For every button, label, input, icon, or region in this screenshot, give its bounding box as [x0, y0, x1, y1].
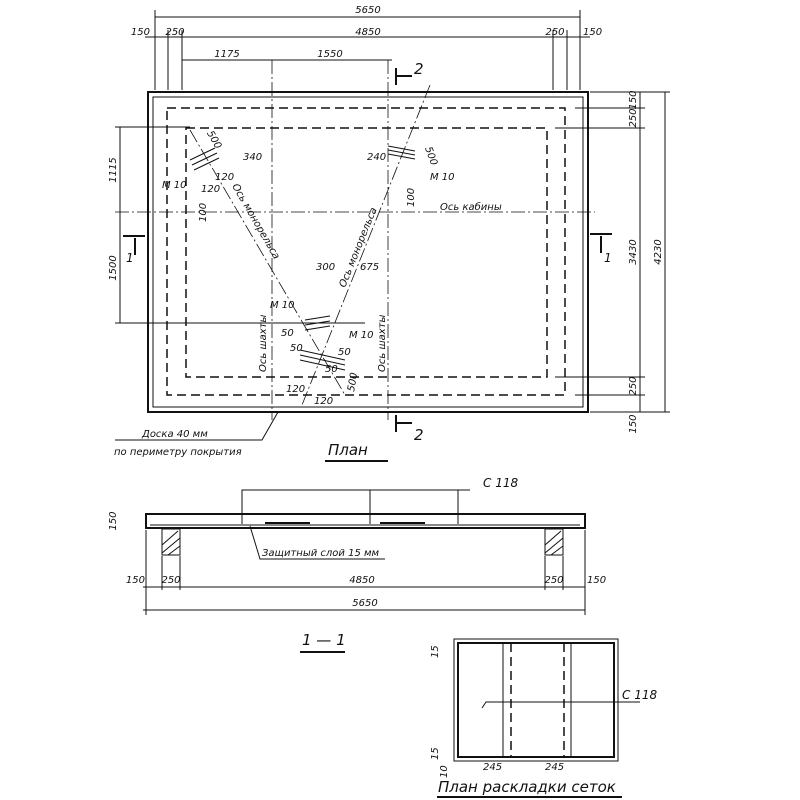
mesh-plan-overlap-left: 245 — [483, 762, 502, 773]
cover-note: Защитный слой 15 мм — [262, 548, 380, 559]
support-outer-dashed — [166, 107, 566, 396]
anchor-label: М 10 — [349, 330, 374, 341]
section-slab — [145, 513, 586, 529]
section-dim-overall: 5650 — [352, 598, 377, 609]
note-leader — [115, 411, 279, 441]
shaft-axis-left-label: Ось шахты — [258, 315, 269, 372]
dim-plan-span: 3430 — [628, 239, 639, 264]
mesh-plan-leader — [481, 701, 640, 709]
anchor-plates — [189, 145, 416, 371]
inner-dim: 50 — [325, 364, 338, 375]
mesh-plan-label: С 118 — [622, 688, 657, 702]
board-note-line1: Доска 40 мм — [141, 429, 208, 440]
section-2-mark-top: 2 — [414, 60, 424, 78]
dim-right-support: 250 — [545, 27, 564, 38]
dim-span: 4850 — [355, 27, 380, 38]
dim-bottom-edge: 150 — [628, 414, 639, 433]
mesh-layout-plan: С 118 15 15 10 245 245 План раскладки се… — [430, 638, 657, 798]
inner-dim: 100 — [198, 203, 209, 222]
plan-view: 5650 150 250 4850 250 150 1175 1550 150 … — [108, 5, 670, 462]
monorail-axis-left — [189, 129, 346, 396]
inner-dim: 120 — [286, 384, 305, 395]
dim-right-edge: 150 — [583, 27, 602, 38]
dim-left-support: 250 — [165, 27, 184, 38]
mesh-plan-mesh — [457, 642, 615, 758]
anchor-label: М 10 — [430, 172, 455, 183]
mesh-plan-outline — [453, 638, 619, 762]
inner-dim: 50 — [338, 347, 351, 358]
anchor-label: М 10 — [270, 300, 295, 311]
mesh-plan-dim-left: 10 — [439, 765, 450, 778]
dim-overall-height: 4230 — [653, 239, 664, 264]
dim-lower: 1500 — [108, 255, 119, 280]
section-thickness: 150 — [108, 511, 119, 530]
mesh-plan-title: План раскладки сеток — [438, 778, 616, 796]
cabin-axis-label: Ось кабины — [440, 201, 502, 213]
inner-dim: 240 — [367, 152, 386, 163]
dim-bottom-support: 250 — [628, 376, 639, 395]
inner-dim: 500 — [204, 129, 223, 151]
support-hatching — [161, 530, 564, 556]
inner-dim: 500 — [346, 372, 360, 393]
board-note-line2: по периметру покрытия — [114, 447, 242, 458]
top-dimensions — [145, 10, 590, 90]
section-dimensions — [143, 530, 586, 615]
cover-leader — [249, 525, 385, 560]
section-dim-right-edge: 150 — [587, 575, 606, 586]
inner-dim: 500 — [422, 145, 439, 167]
section-dim-left-support: 250 — [161, 575, 180, 586]
section-dim-right-support: 250 — [544, 575, 563, 586]
section-2-mark-bottom: 2 — [414, 426, 424, 444]
mesh-plan-dim-bottom: 15 — [430, 747, 441, 760]
slab-board-line — [152, 96, 584, 408]
support-left — [161, 528, 181, 556]
inner-dim: 340 — [243, 152, 262, 163]
right-dimensions — [555, 91, 670, 413]
dim-upper: 1115 — [108, 157, 119, 182]
mesh-leader — [241, 489, 470, 524]
dim-left-edge: 150 — [131, 27, 150, 38]
mesh-plan-dim-top: 15 — [430, 645, 441, 658]
dim-top-edge: 150 — [628, 90, 639, 109]
section-view: С 118 150 Защитный слой 15 мм 150 250 48… — [108, 476, 606, 653]
section-1-mark-right: 1 — [604, 251, 612, 265]
inner-dim: 300 — [316, 262, 335, 273]
dim-to-shaft-axis: 1175 — [214, 49, 239, 60]
inner-dim: 120 — [201, 184, 220, 195]
slab-outline — [147, 91, 589, 413]
support-right — [544, 528, 564, 556]
mesh-plan-overlap-right: 245 — [545, 762, 564, 773]
inner-dim: 100 — [406, 188, 417, 207]
monorail-axis-right — [301, 84, 431, 406]
inner-dim: 675 — [360, 262, 379, 273]
dim-between-axes: 1550 — [317, 49, 342, 60]
left-dimensions — [115, 126, 190, 323]
section-markers — [123, 68, 612, 432]
inner-dim: 50 — [290, 343, 303, 354]
dim-top-support: 250 — [628, 108, 639, 127]
plan-title: План — [328, 441, 368, 459]
section-dim-span: 4850 — [349, 575, 374, 586]
anchor-label: М 10 — [162, 180, 187, 191]
section-mesh-label: С 118 — [483, 476, 518, 490]
shaft-axis-right-label: Ось шахты — [377, 315, 388, 372]
section-title: 1 — 1 — [302, 631, 346, 649]
monorail-axis-left-label: Ось монорельса — [229, 182, 281, 261]
inner-dim: 120 — [314, 396, 333, 407]
support-inner-dashed — [185, 127, 548, 378]
monorail-axis-right-label: Ось монорельса — [338, 206, 380, 289]
inner-dim: 120 — [215, 172, 234, 183]
section-1-mark-left: 1 — [126, 251, 134, 265]
section-dim-left-edge: 150 — [126, 575, 145, 586]
dim-overall-width: 5650 — [355, 5, 380, 16]
inner-dim: 50 — [281, 328, 294, 339]
